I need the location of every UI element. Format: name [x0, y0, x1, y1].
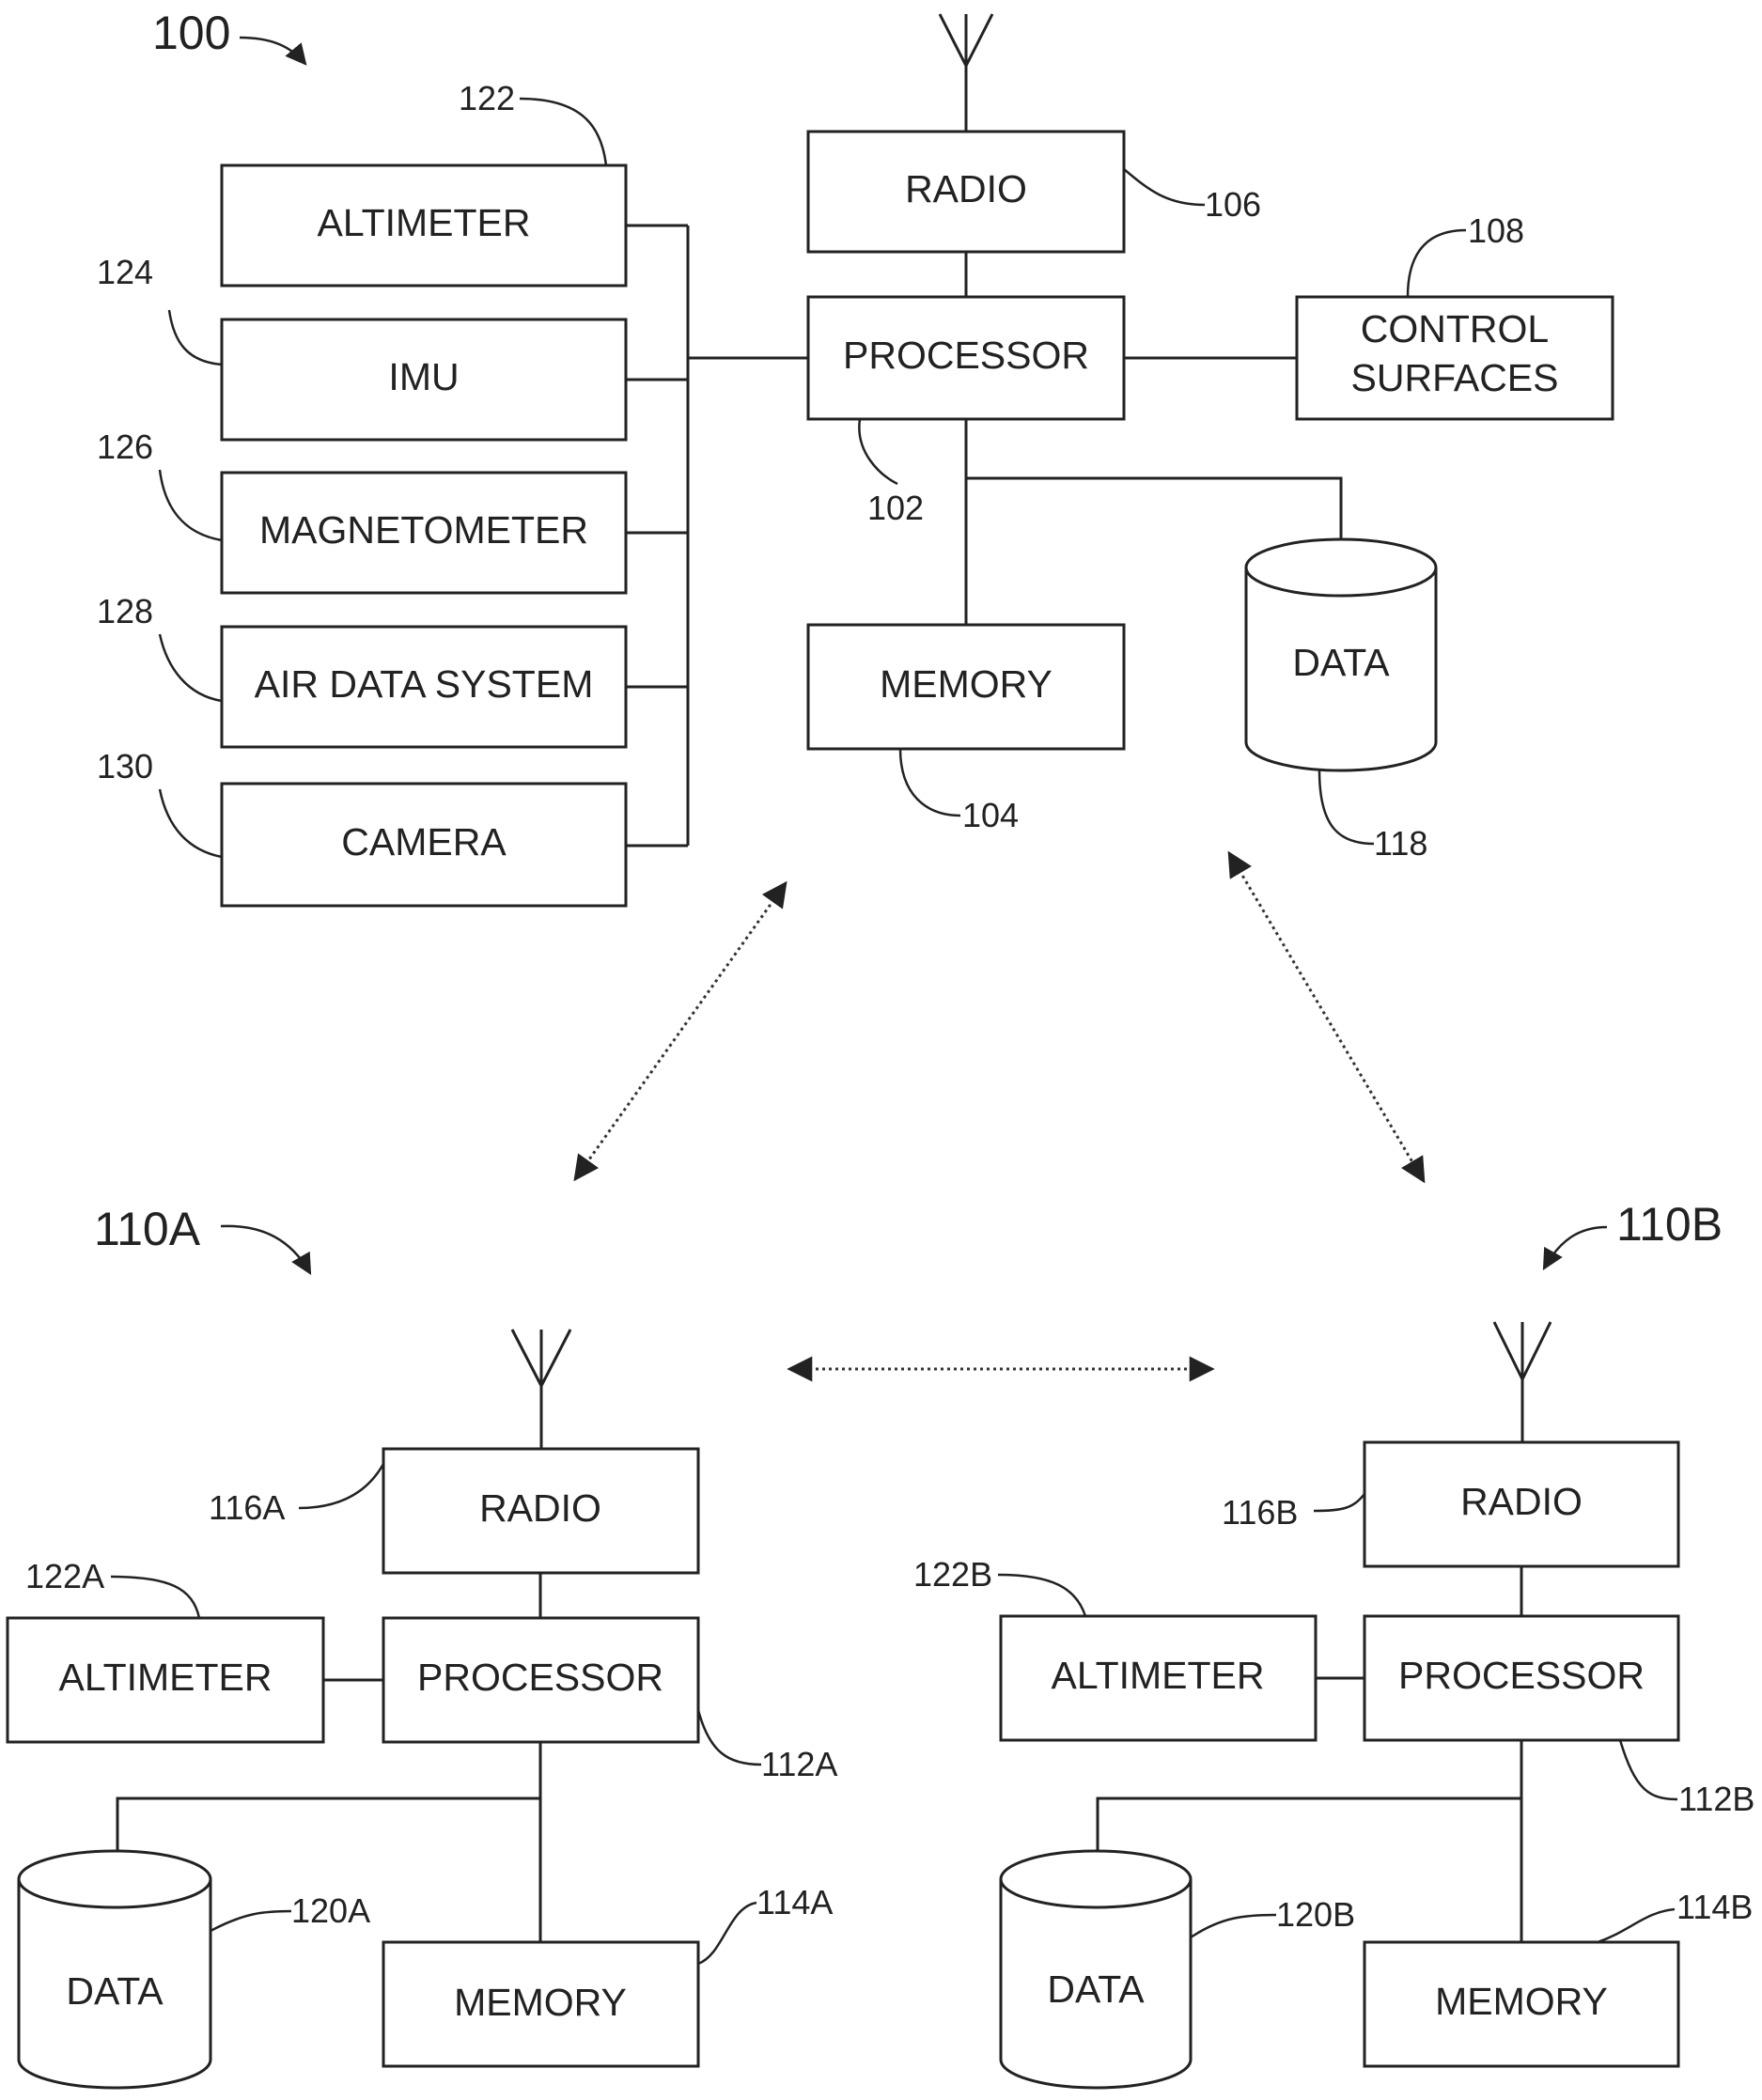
link-main-to-b: [1227, 850, 1426, 1184]
system-a-processor-box: [382, 1616, 700, 1744]
main-system-ref-arrow: [239, 36, 307, 66]
system-b-data-label: DATA: [1047, 1968, 1145, 2011]
main-processor-label: PROCESSOR: [843, 334, 1089, 377]
main-system-ref: 100: [152, 7, 230, 59]
system-b-processor-ref: 112B: [1678, 1780, 1754, 1818]
main-memory-label: MEMORY: [880, 662, 1053, 706]
sensor-magnetometer-label: MAGNETOMETER: [259, 508, 588, 552]
sensor-altimeter: [220, 97, 688, 288]
system-b-data-ref: 120B: [1276, 1895, 1355, 1934]
system-b-memory-label: MEMORY: [1435, 1980, 1608, 2023]
control-surfaces-line1: CONTROL: [1361, 307, 1549, 350]
main-radio-leader: [1123, 168, 1206, 207]
system-b-radio-label: RADIO: [1460, 1480, 1583, 1523]
system-b-ref: 110B: [1616, 1198, 1723, 1251]
control-surfaces-box: [1295, 295, 1614, 421]
main-memory-leader: [898, 748, 961, 817]
system-b-data-leader: [1190, 1913, 1277, 1939]
system-b-radio-leader: [1313, 1493, 1365, 1513]
main-data-label: DATA: [1292, 641, 1390, 684]
main-memory-ref: 104: [962, 796, 1019, 834]
main-radio-ref: 106: [1205, 185, 1261, 224]
sensor-imu-ref: 124: [97, 253, 153, 291]
control-surfaces-leader: [1406, 228, 1467, 298]
system-a-processor-label: PROCESSOR: [417, 1656, 663, 1699]
system-a-altimeter-box: [6, 1616, 325, 1744]
main-data-leader: [1318, 770, 1375, 846]
system-a-radio-label: RADIO: [479, 1486, 601, 1530]
sensor-magnetometer-ref: 126: [97, 428, 153, 466]
system-b-altimeter-leader: [997, 1573, 1087, 1617]
sensor-imu-label: IMU: [388, 355, 459, 398]
system-a-antenna-icon: [510, 1329, 572, 1449]
link-main-to-a: [573, 880, 787, 1182]
main-processor-ref: 102: [867, 489, 924, 527]
system-a-altimeter-ref: 122A: [25, 1557, 104, 1595]
system-a-altimeter-leader: [110, 1575, 201, 1619]
system-b-altimeter-ref: 122B: [913, 1555, 992, 1594]
sensor-altimeter-label: ALTIMETER: [317, 201, 530, 244]
system-a-radio-ref: 116A: [209, 1488, 285, 1527]
main-antenna-icon: [938, 13, 994, 132]
system-a-radio-leader: [298, 1463, 385, 1510]
system-a-processor-leader: [696, 1709, 762, 1766]
main-data-cylinder: [1244, 537, 1438, 772]
sensor-camera-ref: 130: [97, 747, 153, 786]
sensor-air-data-system: [158, 625, 688, 749]
main-system: 100 RADIO 106 PROCESSOR 102 CONTROL SURF…: [97, 7, 1614, 908]
main-memory-box: [806, 623, 1126, 751]
system-b-processor-box: [1363, 1614, 1680, 1742]
sensor-imu: [167, 309, 688, 442]
system-a-data-label: DATA: [66, 1969, 164, 2013]
control-surfaces-line2: SURFACES: [1351, 356, 1559, 399]
system-a-data-leader: [210, 1909, 292, 1933]
system-a-memory-ref: 114A: [756, 1883, 833, 1921]
sensor-air-data-system-ref: 128: [97, 592, 153, 630]
system-a-ref: 110A: [94, 1203, 201, 1255]
system-b-altimeter-label: ALTIMETER: [1051, 1654, 1264, 1697]
main-data-ref: 118: [1374, 824, 1427, 863]
system-b-ref-arrow: [1542, 1225, 1608, 1270]
system-b-radio-box: [1363, 1440, 1680, 1568]
sensor-altimeter-ref: 122: [459, 79, 515, 117]
system-a-data-ref: 120A: [291, 1891, 370, 1930]
system-b-antenna-icon: [1492, 1321, 1552, 1442]
control-surfaces-ref: 108: [1468, 211, 1524, 250]
main-processor-box: [806, 295, 1126, 421]
system-b-processor-label: PROCESSOR: [1398, 1654, 1645, 1697]
sensor-camera: [158, 782, 688, 908]
system-b-radio-ref: 116B: [1222, 1493, 1298, 1532]
system-a: 110A RADIO 116A PROCESSOR 112A ALTIMETER…: [6, 1203, 837, 2090]
system-a-radio-box: [382, 1447, 700, 1575]
system-b-data-cylinder: [999, 1849, 1193, 2090]
system-a-processor-ref: 112A: [761, 1745, 837, 1783]
system-a-memory-label: MEMORY: [454, 1981, 627, 2024]
system-b-memory-leader: [1597, 1907, 1676, 1944]
system-a-memory-leader: [697, 1901, 757, 1966]
system-b-processor-leader: [1618, 1739, 1678, 1801]
system-a-memory-box: [382, 1940, 700, 2068]
sensor-magnetometer: [158, 469, 688, 595]
main-processor-leader: [858, 418, 898, 486]
system-a-altimeter-label: ALTIMETER: [58, 1656, 272, 1699]
sensor-camera-label: CAMERA: [341, 820, 507, 863]
main-radio-label: RADIO: [905, 167, 1027, 210]
sensor-air-data-system-label: AIR DATA SYSTEM: [255, 662, 594, 706]
system-a-ref-arrow: [220, 1224, 312, 1275]
system-a-data-cylinder: [17, 1849, 212, 2090]
system-b-memory-box: [1363, 1940, 1680, 2068]
system-b: 110B RADIO 116B PROCESSOR 112B ALTIMETER…: [913, 1198, 1754, 2090]
system-b-memory-ref: 114B: [1676, 1888, 1753, 1926]
